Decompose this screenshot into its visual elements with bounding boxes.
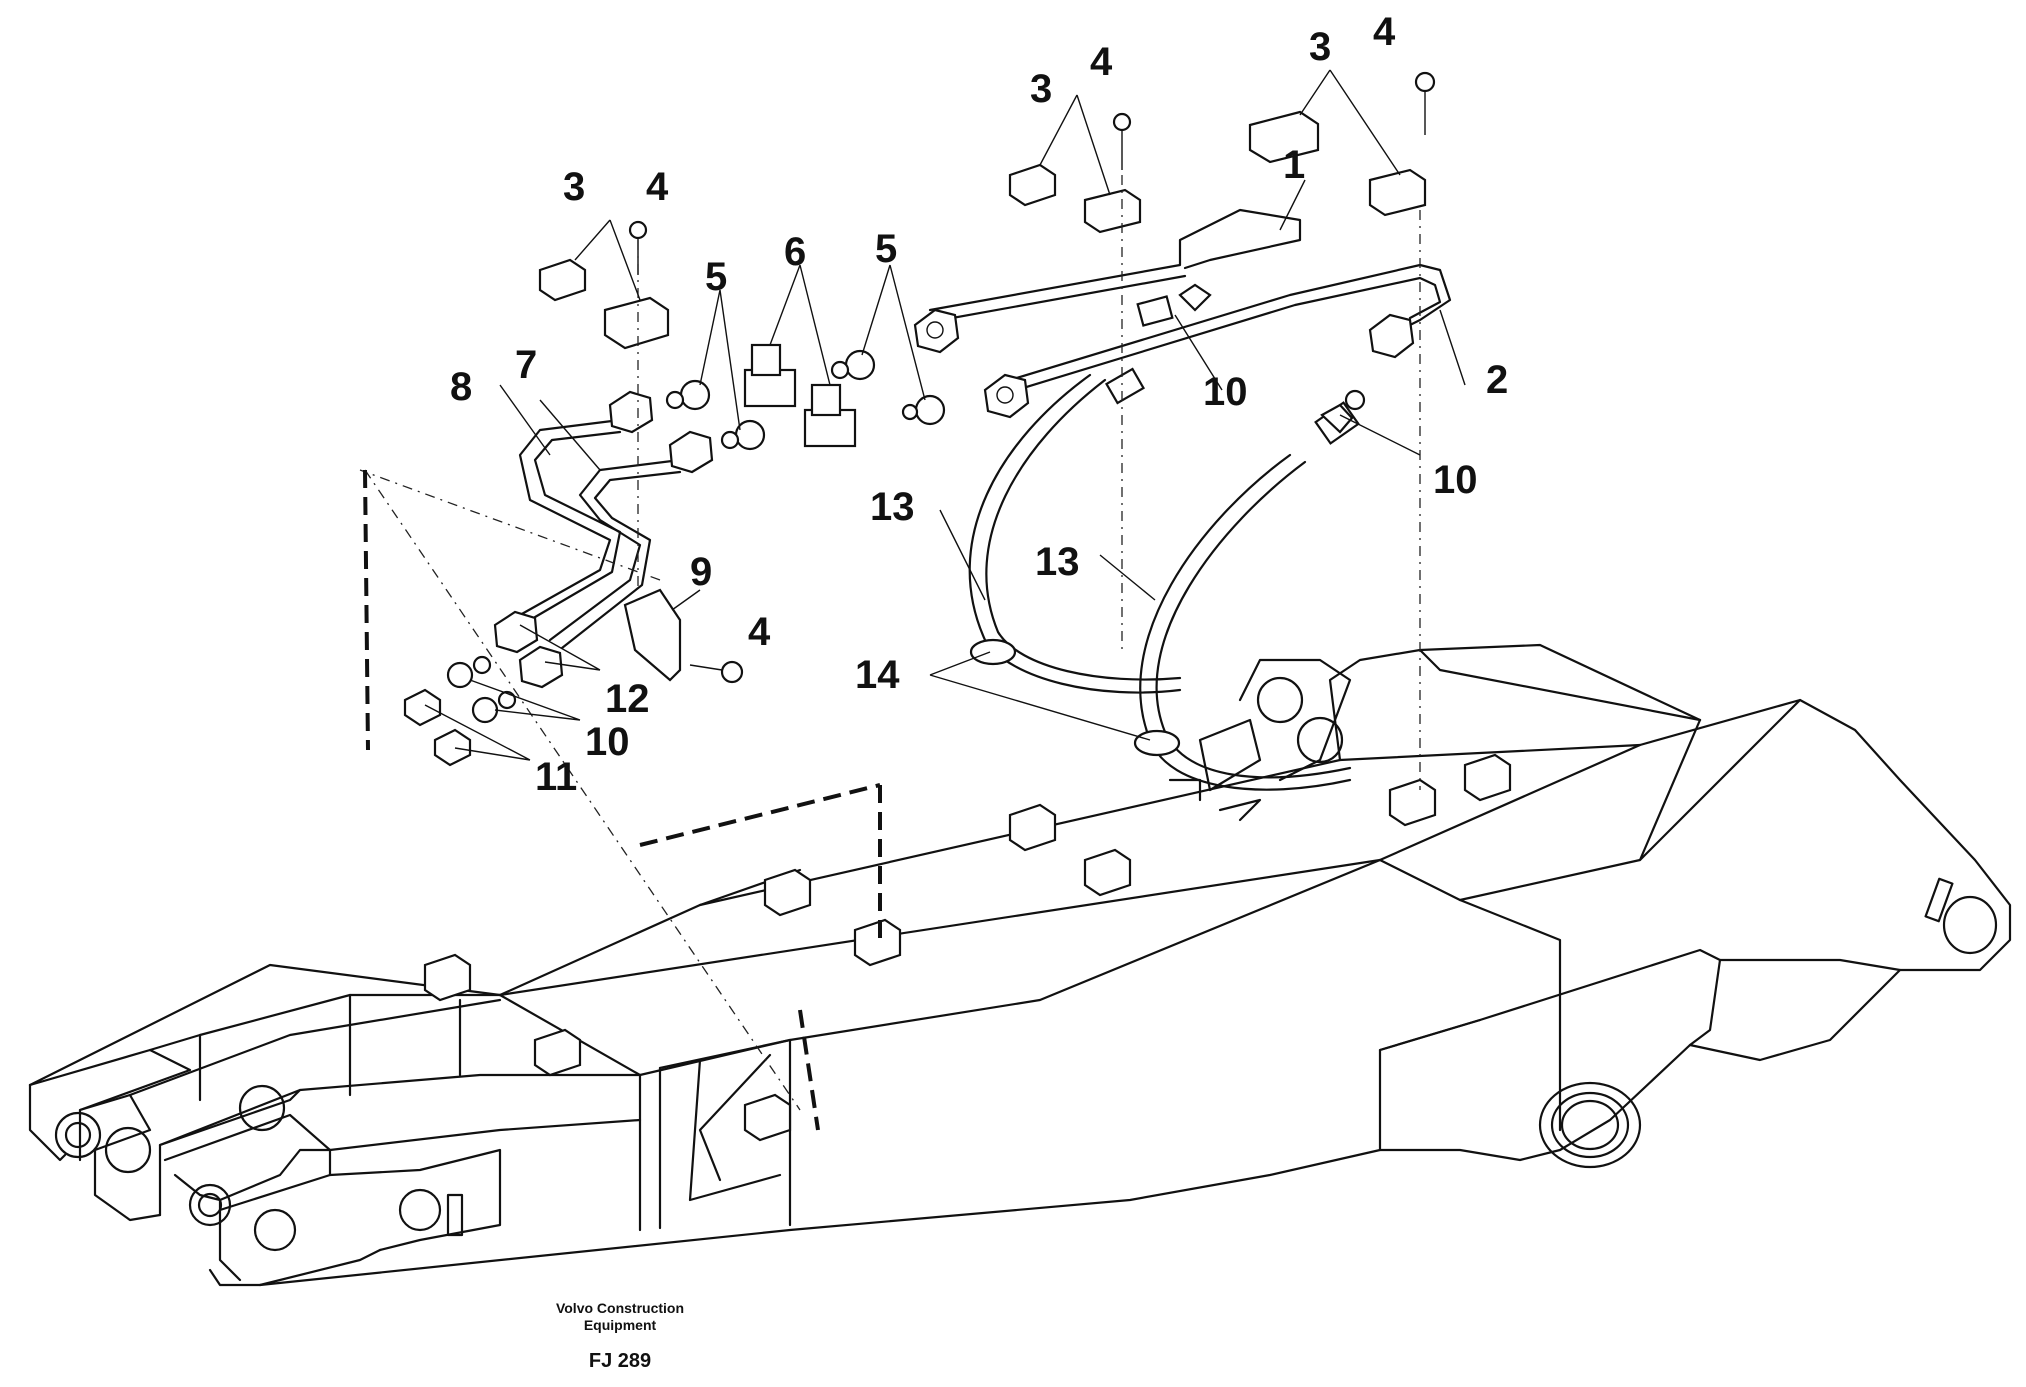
callout-4a: 4 (646, 165, 669, 209)
callout-labels: 1 2 3 3 3 4 4 4 4 5 5 6 7 8 9 10 10 10 1… (450, 10, 1508, 799)
manufacturer-caption: Volvo Construction Equipment (520, 1300, 720, 1334)
callout-7: 7 (515, 343, 537, 387)
leader-lines (424, 69, 1466, 761)
callout-3c: 3 (1309, 25, 1331, 69)
callout-13b: 13 (1035, 540, 1080, 584)
callout-3b: 3 (1030, 67, 1052, 111)
detail-boundary (363, 469, 882, 1131)
callout-8: 8 (450, 365, 472, 409)
callout-2: 2 (1486, 358, 1508, 402)
caption-line-1: Volvo Construction (555, 1300, 685, 1316)
callout-6: 6 (784, 230, 806, 274)
callout-5b: 5 (875, 227, 897, 271)
callout-9: 9 (690, 550, 712, 594)
callout-10c: 10 (585, 720, 630, 764)
boom-body (28, 643, 2012, 1287)
callout-12: 12 (605, 677, 650, 721)
callout-14: 14 (855, 653, 900, 697)
caption-line-2: Equipment (583, 1317, 657, 1333)
callout-4c: 4 (1373, 10, 1396, 54)
callout-13a: 13 (870, 485, 915, 529)
center-lines (359, 175, 1421, 1111)
callout-4b: 4 (1090, 40, 1113, 84)
boom-clamp-blocks (423, 753, 1512, 1142)
callout-3a: 3 (563, 165, 585, 209)
callout-5a: 5 (705, 255, 727, 299)
callout-10a: 10 (1203, 370, 1248, 414)
fittings (403, 71, 1436, 767)
callout-1: 1 (1283, 143, 1305, 187)
callout-4d: 4 (748, 610, 771, 654)
pipes (518, 208, 1452, 791)
figure-code: FJ 289 (588, 1350, 652, 1372)
callout-10b: 10 (1433, 458, 1478, 502)
callout-11: 11 (535, 755, 577, 799)
